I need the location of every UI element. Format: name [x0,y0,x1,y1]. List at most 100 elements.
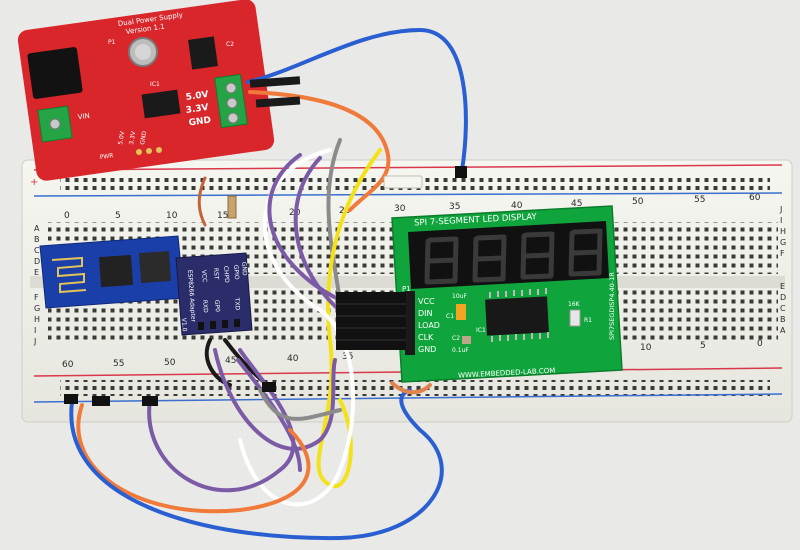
row-letter: I [34,326,36,335]
display-pin-header [405,291,415,355]
rail-pin-blue [64,394,78,404]
label-pin-33v: 3.3V [128,130,137,146]
row-letter: I [780,216,782,225]
flash-chip [138,250,172,284]
col-num: 50 [164,358,176,368]
wire-orange-small [390,381,432,395]
wire-orange-top [248,90,391,212]
label-c2: C2 [226,41,234,48]
adapter-title: ESP8266 Adapter [186,270,197,323]
label-vin: VIN [77,112,90,122]
resistor-r1 [569,309,581,327]
capacitor-top [135,44,151,60]
col-num: 0 [64,211,70,221]
label-gnd: GND [188,115,212,128]
adapter-pcb [175,252,253,336]
bottom-rail-blue-line [33,393,783,403]
display-model: SPI7SEGDISP4.40-1R [608,272,616,340]
digit-1 [424,236,459,285]
pin-din: DIN [418,309,433,318]
ic-pins [489,288,549,342]
adapter-pin: RXD [201,300,209,314]
row-letter: H [780,227,786,236]
label-5v: 5.0V [185,90,209,103]
label-c1: C1 [446,313,454,320]
row-letter: A [34,224,40,233]
wire-blue-bottom [69,388,444,541]
row-letter: G [780,238,786,247]
row-letter: G [34,304,40,313]
tantalum-capacitor [456,304,466,320]
adapter-header [198,319,240,330]
top-rail-plus: + [30,177,38,188]
housing-dividers [336,303,406,341]
adapter-pin: TXD [233,297,241,311]
top-rail-red-line [33,164,783,171]
col-num: 15 [217,211,228,221]
row-letter: C [780,304,786,313]
pin-gnd: GND [418,345,436,354]
col-num: 40 [511,201,523,211]
regulator-top [188,36,218,70]
label-c2: C2 [452,335,460,342]
label-10uf: 10uF [452,293,467,300]
rail-pin-orange [92,396,110,406]
wire-grey-bottom [258,388,342,421]
row-letter: B [34,235,40,244]
pin-clk: CLK [418,333,434,342]
digit-2 [472,234,507,283]
digit-3 [520,231,555,280]
row-letters-left: A B C D E F G H I J [33,224,40,346]
row-letter: D [34,257,40,266]
row-letters-right: J I H G F E D C B A [779,205,786,335]
jumper-housing [255,96,301,108]
col-num: 45 [225,356,236,366]
col-num: 30 [394,204,406,214]
adapter-pin: RST [212,268,220,280]
driver-ic [485,296,549,336]
col-num: 10 [166,211,178,221]
header-pin [136,149,142,155]
label-pin-5v: 5.0V [117,130,126,146]
bottom-rail-holes [60,380,770,396]
esp-chip [98,254,134,288]
wire-purple-1 [267,153,342,302]
label-ic1: IC1 [150,81,160,88]
blue-wire-pin [455,166,467,178]
label-pin-gnd: GND [139,130,148,145]
col-num: 10 [640,343,652,353]
adapter-pin: VCC [200,270,208,283]
screw [49,118,61,130]
resistor [227,195,237,219]
wire-purple-2 [293,156,347,317]
label-r1: R1 [584,317,592,324]
col-num: 45 [571,199,582,209]
col-num: 50 [632,197,644,207]
header-pin [156,147,162,153]
pin-vcc: VCC [418,297,435,306]
barrel-jack [27,47,83,99]
row-letter: D [780,293,786,302]
rail-pin-purple [142,396,158,406]
seven-segment-digits [424,228,603,285]
wire-purple-bottom-3 [236,358,302,472]
screw [225,82,237,94]
ceramic-capacitor [462,336,471,344]
col-num: 5 [115,211,121,221]
wire-blue-top [246,27,468,172]
adapter-pin: GP0 [213,300,221,313]
wire-connectors [64,76,467,406]
esp8266-module [39,235,185,309]
label-p1: P1 [108,39,116,46]
row-letter: C [34,246,40,255]
adapter-pin: CHPD [222,266,230,284]
display-jumper-housings [336,292,406,350]
row-letter: F [34,293,39,302]
row-letter: E [780,282,785,291]
row-letter: F [780,249,785,258]
label-p1: P1 [402,285,411,293]
wire-white [238,148,356,507]
col-num: 0 [757,339,763,349]
label-01uf: 0.1uF [452,347,469,354]
